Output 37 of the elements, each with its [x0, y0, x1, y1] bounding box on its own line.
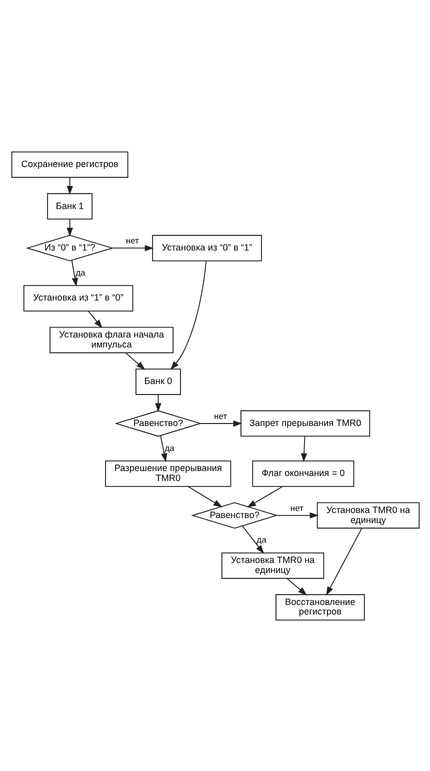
- node-box: Банк 1: [46, 192, 92, 220]
- node-box: Разрешение прерывания TMR0: [104, 460, 231, 486]
- node-box: Установка флага начала импульса: [49, 326, 174, 353]
- arrow: [87, 310, 102, 328]
- arrow: [66, 176, 72, 194]
- edge-label: да: [164, 442, 174, 452]
- node-box: Установка TMR0 на единицу: [220, 552, 324, 578]
- arrow: [286, 577, 307, 595]
- arrow: [160, 434, 167, 462]
- arrow: [199, 420, 242, 426]
- arrow: [276, 512, 318, 518]
- node-box: Установка из “0” в “1”: [152, 234, 262, 261]
- arrow: [124, 352, 145, 370]
- arrow: [70, 259, 78, 286]
- arrow: [170, 260, 206, 370]
- node-box: Запрет прерывания TMR0: [240, 410, 370, 436]
- node-box: Флаг окончания = 0: [252, 460, 354, 486]
- edge-label: да: [256, 534, 266, 544]
- edge-label: да: [75, 266, 85, 277]
- node-diamond: Из “0” в “1”?: [25, 234, 114, 261]
- arrow: [300, 435, 307, 462]
- edge-label: нет: [214, 410, 227, 420]
- arrow: [111, 244, 154, 251]
- arrow: [66, 218, 72, 236]
- arrow: [241, 525, 264, 554]
- edge-label: нет: [125, 235, 138, 246]
- node-box: Установка из “1” в “0”: [22, 284, 133, 311]
- edge-label: нет: [290, 502, 303, 512]
- node-box: Сохранение регистров: [10, 150, 128, 178]
- node-box: Банк 0: [134, 368, 180, 394]
- node-box: Восстановление регистров: [275, 594, 364, 620]
- arrow: [187, 486, 222, 507]
- node-diamond: Равенство?: [114, 410, 202, 436]
- arrow: [246, 486, 283, 507]
- arrow: [326, 527, 362, 596]
- node-diamond: Равенство?: [190, 502, 278, 528]
- node-box: Установка TMR0 на единицу: [316, 502, 420, 528]
